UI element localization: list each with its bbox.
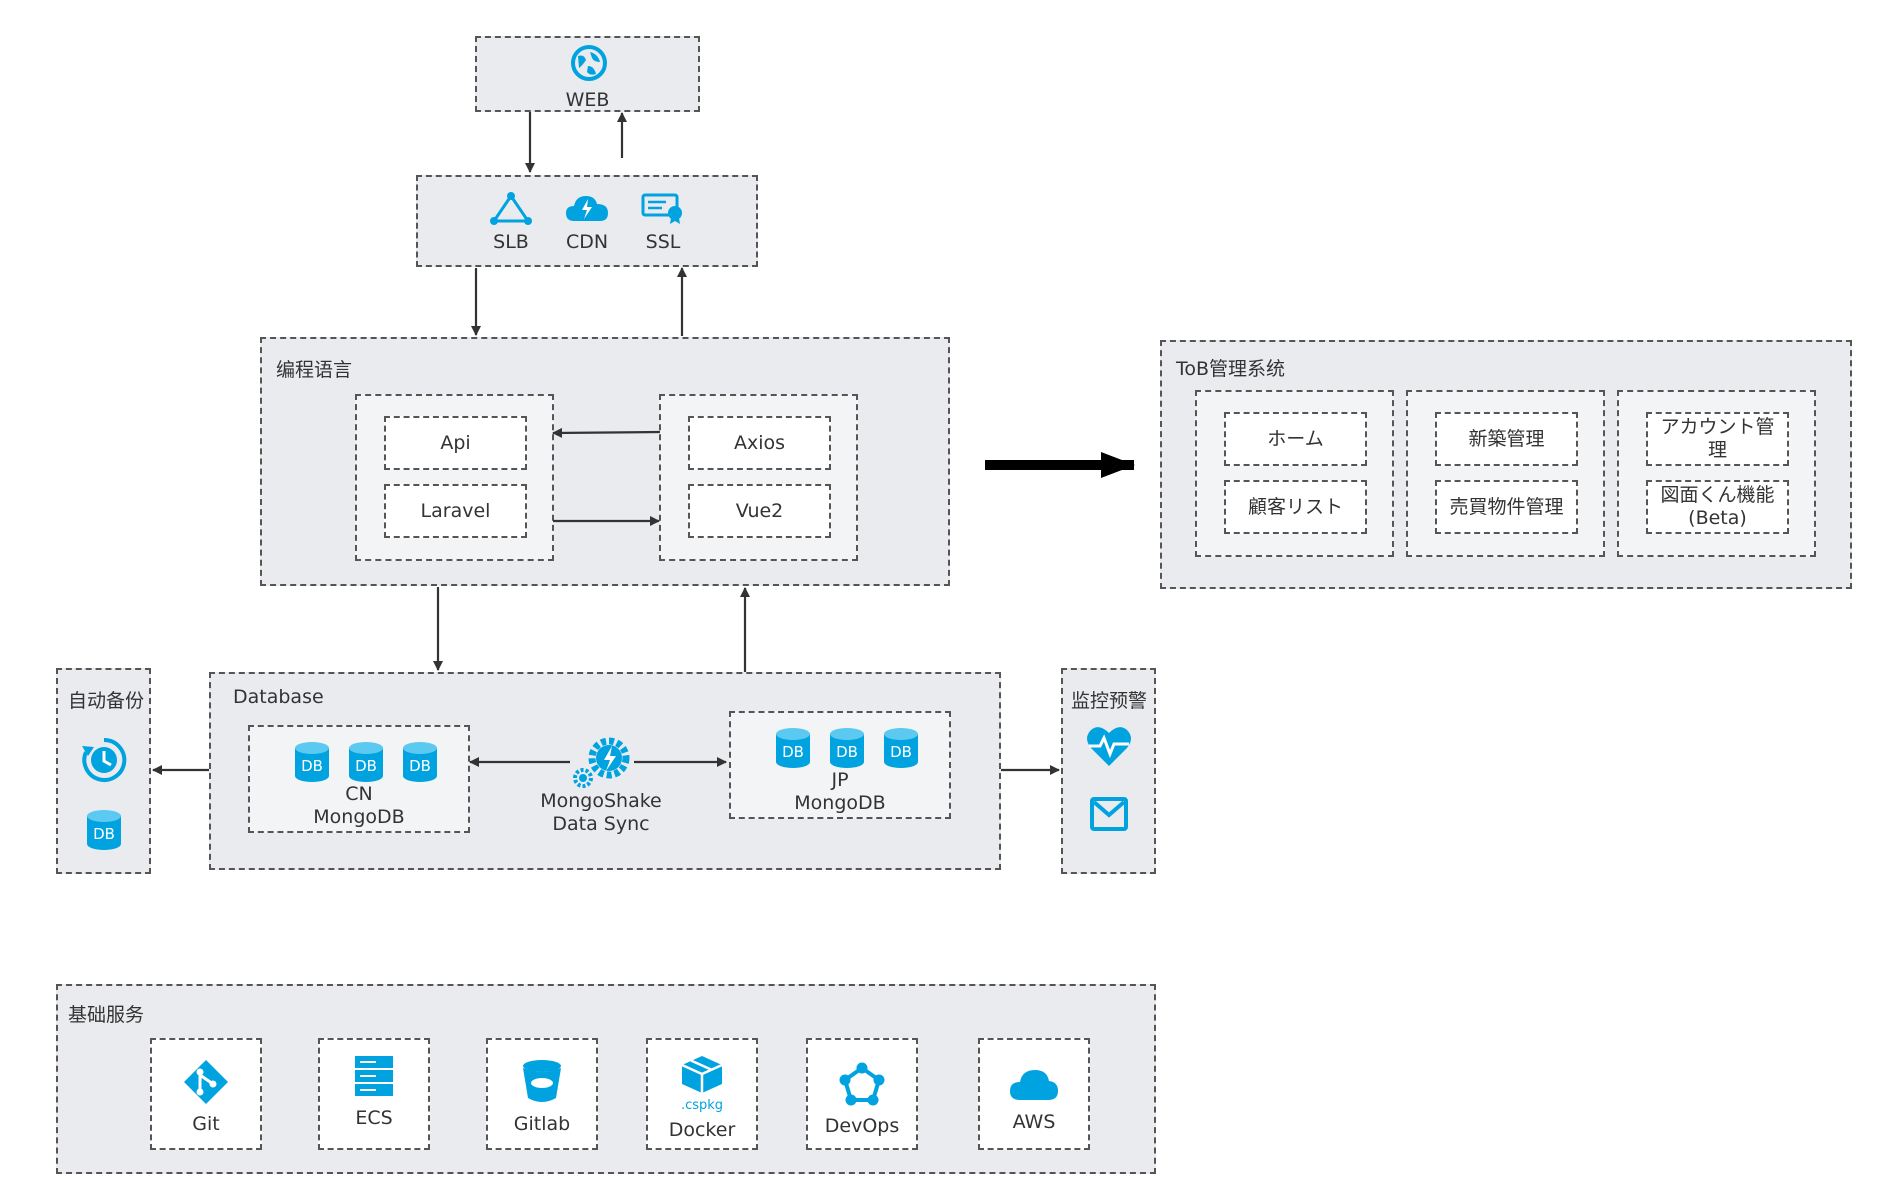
- slb-label: SLB: [493, 231, 529, 253]
- docker-card: .cspkg Docker: [646, 1038, 758, 1150]
- monitoring-alert-title: 监控预警: [1071, 690, 1148, 712]
- git-card: Git: [150, 1038, 262, 1150]
- gitlab-label: Gitlab: [513, 1113, 571, 1135]
- resale-property-node: 売買物件管理: [1435, 480, 1578, 534]
- jp-db-text-3: DB: [890, 743, 912, 761]
- aws-label: AWS: [1012, 1111, 1056, 1133]
- data-sync-label: Data Sync: [552, 813, 650, 835]
- jp-database-icon-1: [776, 728, 810, 768]
- base-services-box: 基础服务 Git ECS Gitlab: [56, 984, 1156, 1174]
- frontend-group: Axios Vue2: [659, 394, 858, 561]
- cn-db-text-3: DB: [409, 757, 431, 775]
- cn-db-text-2: DB: [355, 757, 377, 775]
- arrow-frontend-to-backend: [552, 427, 661, 438]
- cspkg-label: .cspkg: [680, 1098, 724, 1113]
- cdn-cloud-icon: [566, 196, 608, 221]
- docker-label: Docker: [668, 1119, 736, 1141]
- backend-group: Api Laravel: [355, 394, 554, 561]
- tob-group-1: ホーム 顧客リスト: [1195, 390, 1394, 557]
- base-services-title: 基础服务: [68, 1004, 145, 1026]
- devops-label: DevOps: [824, 1115, 900, 1137]
- globe-icon: [571, 45, 607, 81]
- api-node: Api: [384, 416, 527, 470]
- laravel-node: Laravel: [384, 484, 527, 538]
- account-management-node: アカウント管理: [1646, 412, 1789, 466]
- auto-backup-title: 自动备份: [68, 690, 145, 712]
- jp-mongodb-label: MongoDB: [794, 792, 886, 814]
- customer-list-node: 顧客リスト: [1224, 480, 1367, 534]
- ecs-card: ECS: [318, 1038, 430, 1150]
- gitlab-card: Gitlab: [486, 1038, 598, 1150]
- programming-language-box: 编程语言 Api Laravel Axios Vue2: [260, 337, 950, 586]
- mongoshake-sync-gear-icon: [573, 737, 630, 788]
- tob-group-3: アカウント管理 図面くん機能(Beta): [1617, 390, 1816, 557]
- ssl-label: SSL: [645, 231, 681, 253]
- cn-db-text-1: DB: [301, 757, 323, 775]
- jp-db-text-2: DB: [836, 743, 858, 761]
- jp-label: JP: [831, 769, 849, 791]
- cn-mongodb-label: MongoDB: [313, 806, 405, 828]
- backup-database-icon: [87, 810, 121, 850]
- tob-management-box: ToB管理系统 ホーム 顧客リスト 新築管理 売買物件管理 アカウント管理 図面…: [1160, 340, 1852, 589]
- drawing-feature-node: 図面くん機能(Beta): [1646, 480, 1789, 534]
- database-title: Database: [233, 686, 324, 708]
- heart-pulse-icon: [1087, 727, 1131, 766]
- programming-language-title: 编程语言: [276, 359, 353, 381]
- tob-group-2: 新築管理 売買物件管理: [1406, 390, 1605, 557]
- web-box: WEB: [475, 36, 700, 112]
- devops-card: DevOps: [806, 1038, 918, 1150]
- cn-database-icon-2: [349, 742, 383, 782]
- ecs-server-icon: [355, 1056, 393, 1096]
- monitoring-alert-box: 监控预警: [1061, 668, 1156, 874]
- cn-label: CN: [345, 783, 373, 805]
- web-label: WEB: [565, 89, 610, 111]
- edge-services-box: SLB CDN SSL: [416, 175, 758, 267]
- axios-node: Axios: [688, 416, 831, 470]
- new-build-node: 新築管理: [1435, 412, 1578, 466]
- aws-card: AWS: [978, 1038, 1090, 1150]
- mail-icon: [1090, 797, 1128, 831]
- jp-database-icon-2: [830, 728, 864, 768]
- auto-backup-box: 自动备份 DB: [56, 668, 151, 874]
- ssl-certificate-icon: [641, 193, 682, 224]
- cn-mongodb-group: DB DB DB CN MongoDB: [248, 725, 470, 833]
- jp-db-text-1: DB: [782, 743, 804, 761]
- jp-mongodb-group: DB DB DB JP MongoDB: [729, 711, 951, 819]
- vue2-node: Vue2: [688, 484, 831, 538]
- git-label: Git: [192, 1113, 220, 1135]
- backup-clock-icon: [82, 737, 127, 782]
- aws-cloud-icon: [1010, 1070, 1058, 1100]
- mongoshake-label: MongoShake: [540, 790, 662, 812]
- cn-database-icon-3: [403, 742, 437, 782]
- slb-icon: [490, 192, 532, 225]
- cn-database-icon-1: [295, 742, 329, 782]
- ecs-label: ECS: [355, 1107, 393, 1129]
- tob-management-title: ToB管理系统: [1176, 358, 1286, 380]
- home-node: ホーム: [1224, 412, 1367, 466]
- database-box: Database DB DB DB CN MongoDB MongoShake …: [209, 672, 1001, 870]
- backup-db-text: DB: [93, 825, 115, 843]
- jp-database-icon-3: [884, 728, 918, 768]
- gitlab-bucket-icon: [523, 1060, 561, 1102]
- devops-network-icon: [839, 1062, 885, 1106]
- git-icon: [184, 1060, 228, 1104]
- cdn-label: CDN: [565, 231, 609, 253]
- docker-package-icon: [681, 1056, 723, 1093]
